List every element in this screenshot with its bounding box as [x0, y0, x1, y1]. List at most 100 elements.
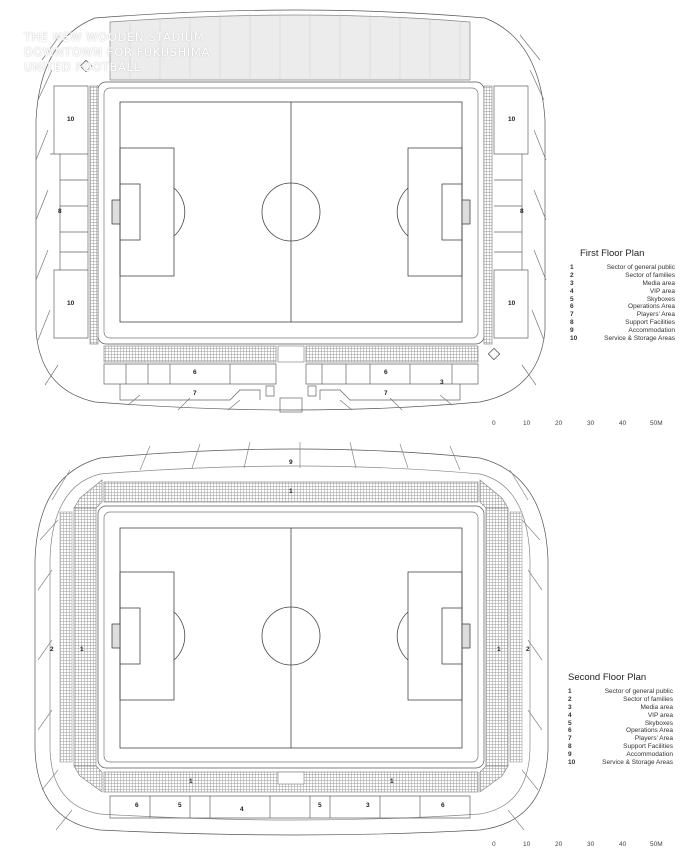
legend-item-number: 9	[568, 751, 572, 759]
legend-item-label: Support Facilities	[625, 319, 675, 327]
legend-item-label: Support Facilities	[623, 743, 673, 751]
area-label: 2	[526, 646, 530, 653]
area-label: 9	[289, 459, 293, 466]
bottom-rooms-2	[109, 795, 471, 819]
legend-item: 1 Sector of general public	[570, 264, 675, 272]
side-rooms	[50, 85, 529, 339]
area-label: 10	[67, 116, 75, 123]
legend-item-label: Skyboxes	[644, 719, 673, 727]
outer-facade	[35, 9, 546, 411]
legend-item-label: Operations Area	[628, 303, 675, 311]
outer-facade-2	[34, 448, 549, 836]
bottom-stand-left	[103, 345, 277, 363]
legend-item-label: Accommodation	[626, 751, 673, 759]
legend-item: 10 Service & Storage Areas	[568, 759, 673, 767]
area-label: 6	[384, 369, 388, 376]
legend-item-number: 10	[568, 759, 576, 767]
legend-item-number: 7	[570, 311, 574, 319]
area-label: 2	[50, 646, 54, 653]
legend-item-label: Operations Area	[626, 727, 673, 735]
legend-item: 6 Operations Area	[568, 727, 673, 735]
area-label: 1	[189, 778, 193, 785]
legend-item-number: 10	[570, 335, 578, 343]
legend-item-label: Media area	[640, 703, 673, 711]
top-stand-2	[103, 481, 479, 503]
legend-item-number: 6	[568, 727, 572, 735]
legend-item-number: 4	[568, 711, 572, 719]
facade-fins-2	[37, 441, 543, 831]
legend-item: 5 Skyboxes	[568, 720, 673, 728]
left-stand	[89, 85, 99, 345]
scale-tick: 0	[492, 841, 496, 848]
first-floor-plan	[35, 9, 547, 413]
legend-item-number: 6	[570, 303, 574, 311]
legend-item-label: VIP area	[649, 287, 675, 295]
legend-item-number: 4	[570, 287, 574, 295]
overlay-title-line: UNITED FOOTBALL	[24, 60, 141, 74]
legend-item-label: Players' Area	[636, 311, 675, 319]
legend-item: 9 Accommodation	[568, 751, 673, 759]
area-label: 5	[178, 802, 182, 809]
area-label: 1	[497, 646, 501, 653]
legend-item: 8 Support Facilities	[570, 319, 675, 327]
legend-item-number: 9	[570, 327, 574, 335]
area-label: 4	[240, 806, 244, 813]
scale-tick: 10	[523, 420, 531, 427]
legend-item-label: Media area	[642, 279, 675, 287]
football-pitch-2	[111, 527, 471, 749]
first-floor-scale: 0 10 20 30 40 50M	[490, 420, 670, 430]
scale-tick: 30	[587, 420, 595, 427]
legend-item: 7 Players' Area	[570, 311, 675, 319]
legend-item-number: 5	[570, 295, 574, 303]
legend-item: 3 Media area	[568, 704, 673, 712]
second-floor-plan	[34, 441, 549, 836]
bottom-stand-right	[305, 345, 479, 363]
legend-item-number: 1	[570, 263, 574, 271]
legend-item-number: 3	[568, 703, 572, 711]
area-label: 6	[193, 369, 197, 376]
area-label: 6	[135, 802, 139, 809]
second-floor-scale: 0 10 20 30 40 50M	[490, 841, 670, 851]
area-label: 10	[508, 300, 516, 307]
area-label: 3	[366, 802, 370, 809]
first-floor-title: First Floor Plan	[580, 248, 645, 259]
area-label: 8	[520, 208, 524, 215]
legend-item-number: 8	[570, 319, 574, 327]
legend-item: 4 VIP area	[568, 712, 673, 720]
legend-item-label: Sector of general public	[606, 263, 675, 271]
legend-item-number: 2	[568, 695, 572, 703]
area-label: 7	[384, 390, 388, 397]
legend-item-label: Service & Storage Areas	[602, 759, 673, 767]
bottom-rooms	[103, 363, 479, 413]
first-floor-area-labels: 10 10 8 8 10 10 6 6 7 7 3	[58, 116, 524, 397]
scale-tick: 40	[619, 420, 627, 427]
legend-item-label: Sector of general public	[604, 687, 673, 695]
first-floor-legend: First Floor Plan 1 Sector of general publ…	[570, 248, 675, 343]
legend-item-label: Accommodation	[628, 327, 675, 335]
area-label: 1	[289, 488, 293, 495]
scale-tick: 30	[587, 841, 595, 848]
area-label: 10	[508, 116, 516, 123]
scale-tick: 10	[523, 841, 531, 848]
area-label: 10	[67, 300, 75, 307]
legend-item-number: 7	[568, 735, 572, 743]
area-label: 5	[318, 802, 322, 809]
legend-item-number: 5	[568, 719, 572, 727]
legend-item-label: Skyboxes	[646, 295, 675, 303]
legend-item: 1 Sector of general public	[568, 688, 673, 696]
legend-item: 7 Players' Area	[568, 735, 673, 743]
legend-item-label: Players' Area	[634, 735, 673, 743]
right-stand	[483, 85, 493, 345]
top-stand-roof	[109, 14, 471, 81]
legend-item: 9 Accommodation	[570, 327, 675, 335]
overlay-title: THE NEW WOODEN STADIUM DOWNTOWN FOR FUKU…	[24, 30, 224, 75]
legend-item-label: VIP area	[647, 711, 673, 719]
legend-item-number: 1	[568, 687, 572, 695]
area-label: 1	[80, 646, 84, 653]
overlay-title-line: THE NEW WOODEN STADIUM	[24, 30, 205, 44]
